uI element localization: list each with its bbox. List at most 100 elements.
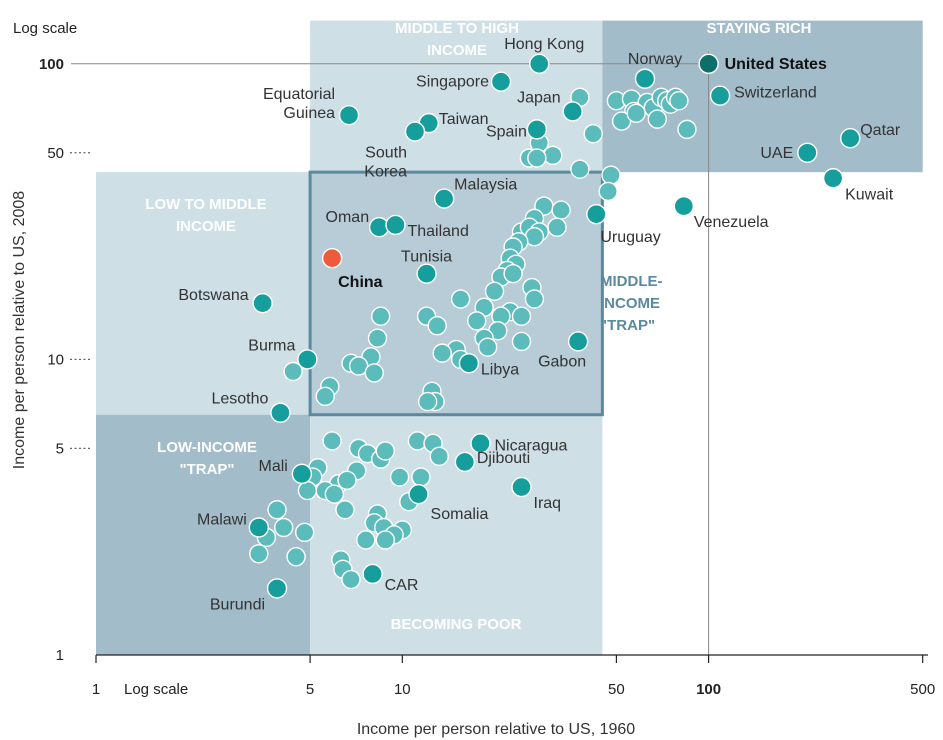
data-point [677,119,697,140]
data-point-hong-kong [529,53,550,74]
region-label-line: STAYING RICH [706,20,811,37]
point-label: Burundi [210,596,265,613]
point-label: Burma [248,337,295,354]
data-point [601,165,621,185]
point-label: Hong Kong [504,36,584,53]
point-label: Singapore [416,74,489,91]
data-point-uae [797,142,818,163]
point-label: China [338,274,383,291]
region-label-line: INCOME [427,42,487,59]
data-point-china [321,247,343,269]
data-point-iraq [511,476,532,498]
data-point [286,547,306,567]
data-point-japan [562,101,583,122]
data-point [427,316,447,336]
point-label: Iraq [534,495,562,512]
data-point [283,361,303,382]
data-point [429,446,449,467]
data-point [335,500,355,520]
data-point-norway [634,68,656,89]
reference-lines [71,51,710,655]
data-point [375,441,395,461]
regions [96,20,923,655]
y-tick-label: 100 [39,56,64,73]
region-label-line: MIDDLE TO HIGH [395,20,519,37]
data-point [364,363,384,383]
data-point [356,530,376,550]
data-point [467,311,487,331]
y-tick-label: 10 [47,351,64,368]
trap-box [308,170,604,417]
data-point-mali [291,463,313,485]
point-label: Libya [481,361,519,378]
data-point [547,217,567,237]
data-point-somalia [408,483,429,505]
region-label: LOW-INCOME"TRAP" [157,439,257,478]
region-label-line: LOW TO MIDDLE [145,196,266,213]
point-label: Botswana [178,287,248,304]
point-label: UAE [760,145,793,162]
data-point-nicaragua [470,433,491,454]
point-label: Lesotho [211,391,268,408]
region-labels: MIDDLE TO HIGH INCOME STAYING RICH LOW TO M… [145,20,811,633]
data-point [669,91,689,111]
data-point [249,544,269,564]
region-label: MIDDLE- INCOME "TRAP" [600,273,663,334]
data-point [527,148,547,168]
x-tick-label: 50 [608,681,625,698]
data-point [389,467,410,487]
data-point-gabon [567,331,589,352]
point-label: Djibouti [477,450,530,467]
data-point [411,467,431,487]
y-tick-label: 50 [47,145,64,162]
region-label-line: MIDDLE- [600,273,663,290]
data-point-kuwait [822,168,844,189]
data-point [543,145,563,166]
data-point [367,328,388,348]
data-point [341,569,361,590]
data-point [524,289,545,309]
region-label: LOW TO MIDDLE INCOME [145,196,266,235]
point-label: Somalia [431,506,489,523]
y-tick-label: 5 [56,440,64,457]
x-tick-label: 5 [306,681,314,698]
data-point-thailand [385,214,406,236]
data-point [477,337,498,357]
data-point [511,306,532,326]
region-2 [96,172,311,415]
region-label: MIDDLE TO HIGH INCOME [395,20,519,59]
point-label: Taiwan [439,111,489,128]
data-point-singapore [490,71,512,92]
region-label: STAYING RICH [706,20,811,37]
region-label-line: INCOME [176,218,236,235]
data-point [417,391,438,412]
data-point-malaysia [433,188,455,209]
region-label-line: INCOME [600,295,660,312]
data-point [322,431,342,451]
x-tick-label: 1 [92,681,100,698]
data-point [598,181,618,202]
x-axis-title: Income per person relative to US, 1960 [357,721,635,738]
data-point [432,343,452,363]
data-point-botswana [252,292,273,314]
point-label: Mali [259,458,288,475]
data-point [570,159,590,179]
region-label-line: "TRAP" [600,317,655,334]
data-point [484,281,505,301]
x-tick-label: 500 [910,681,935,698]
x-tick-label: 10 [394,681,411,698]
region-label: BECOMING POOR [391,616,522,633]
points [248,53,861,599]
y-axis-title: Income per person relative to US, 2008 [11,191,28,469]
data-point [511,331,532,352]
data-point [583,124,603,144]
point-label: Qatar [860,122,901,139]
data-point-uruguay [586,203,607,225]
point-label: Tunisia [401,249,452,266]
point-label-line: Korea [364,164,407,181]
data-point [626,103,646,124]
